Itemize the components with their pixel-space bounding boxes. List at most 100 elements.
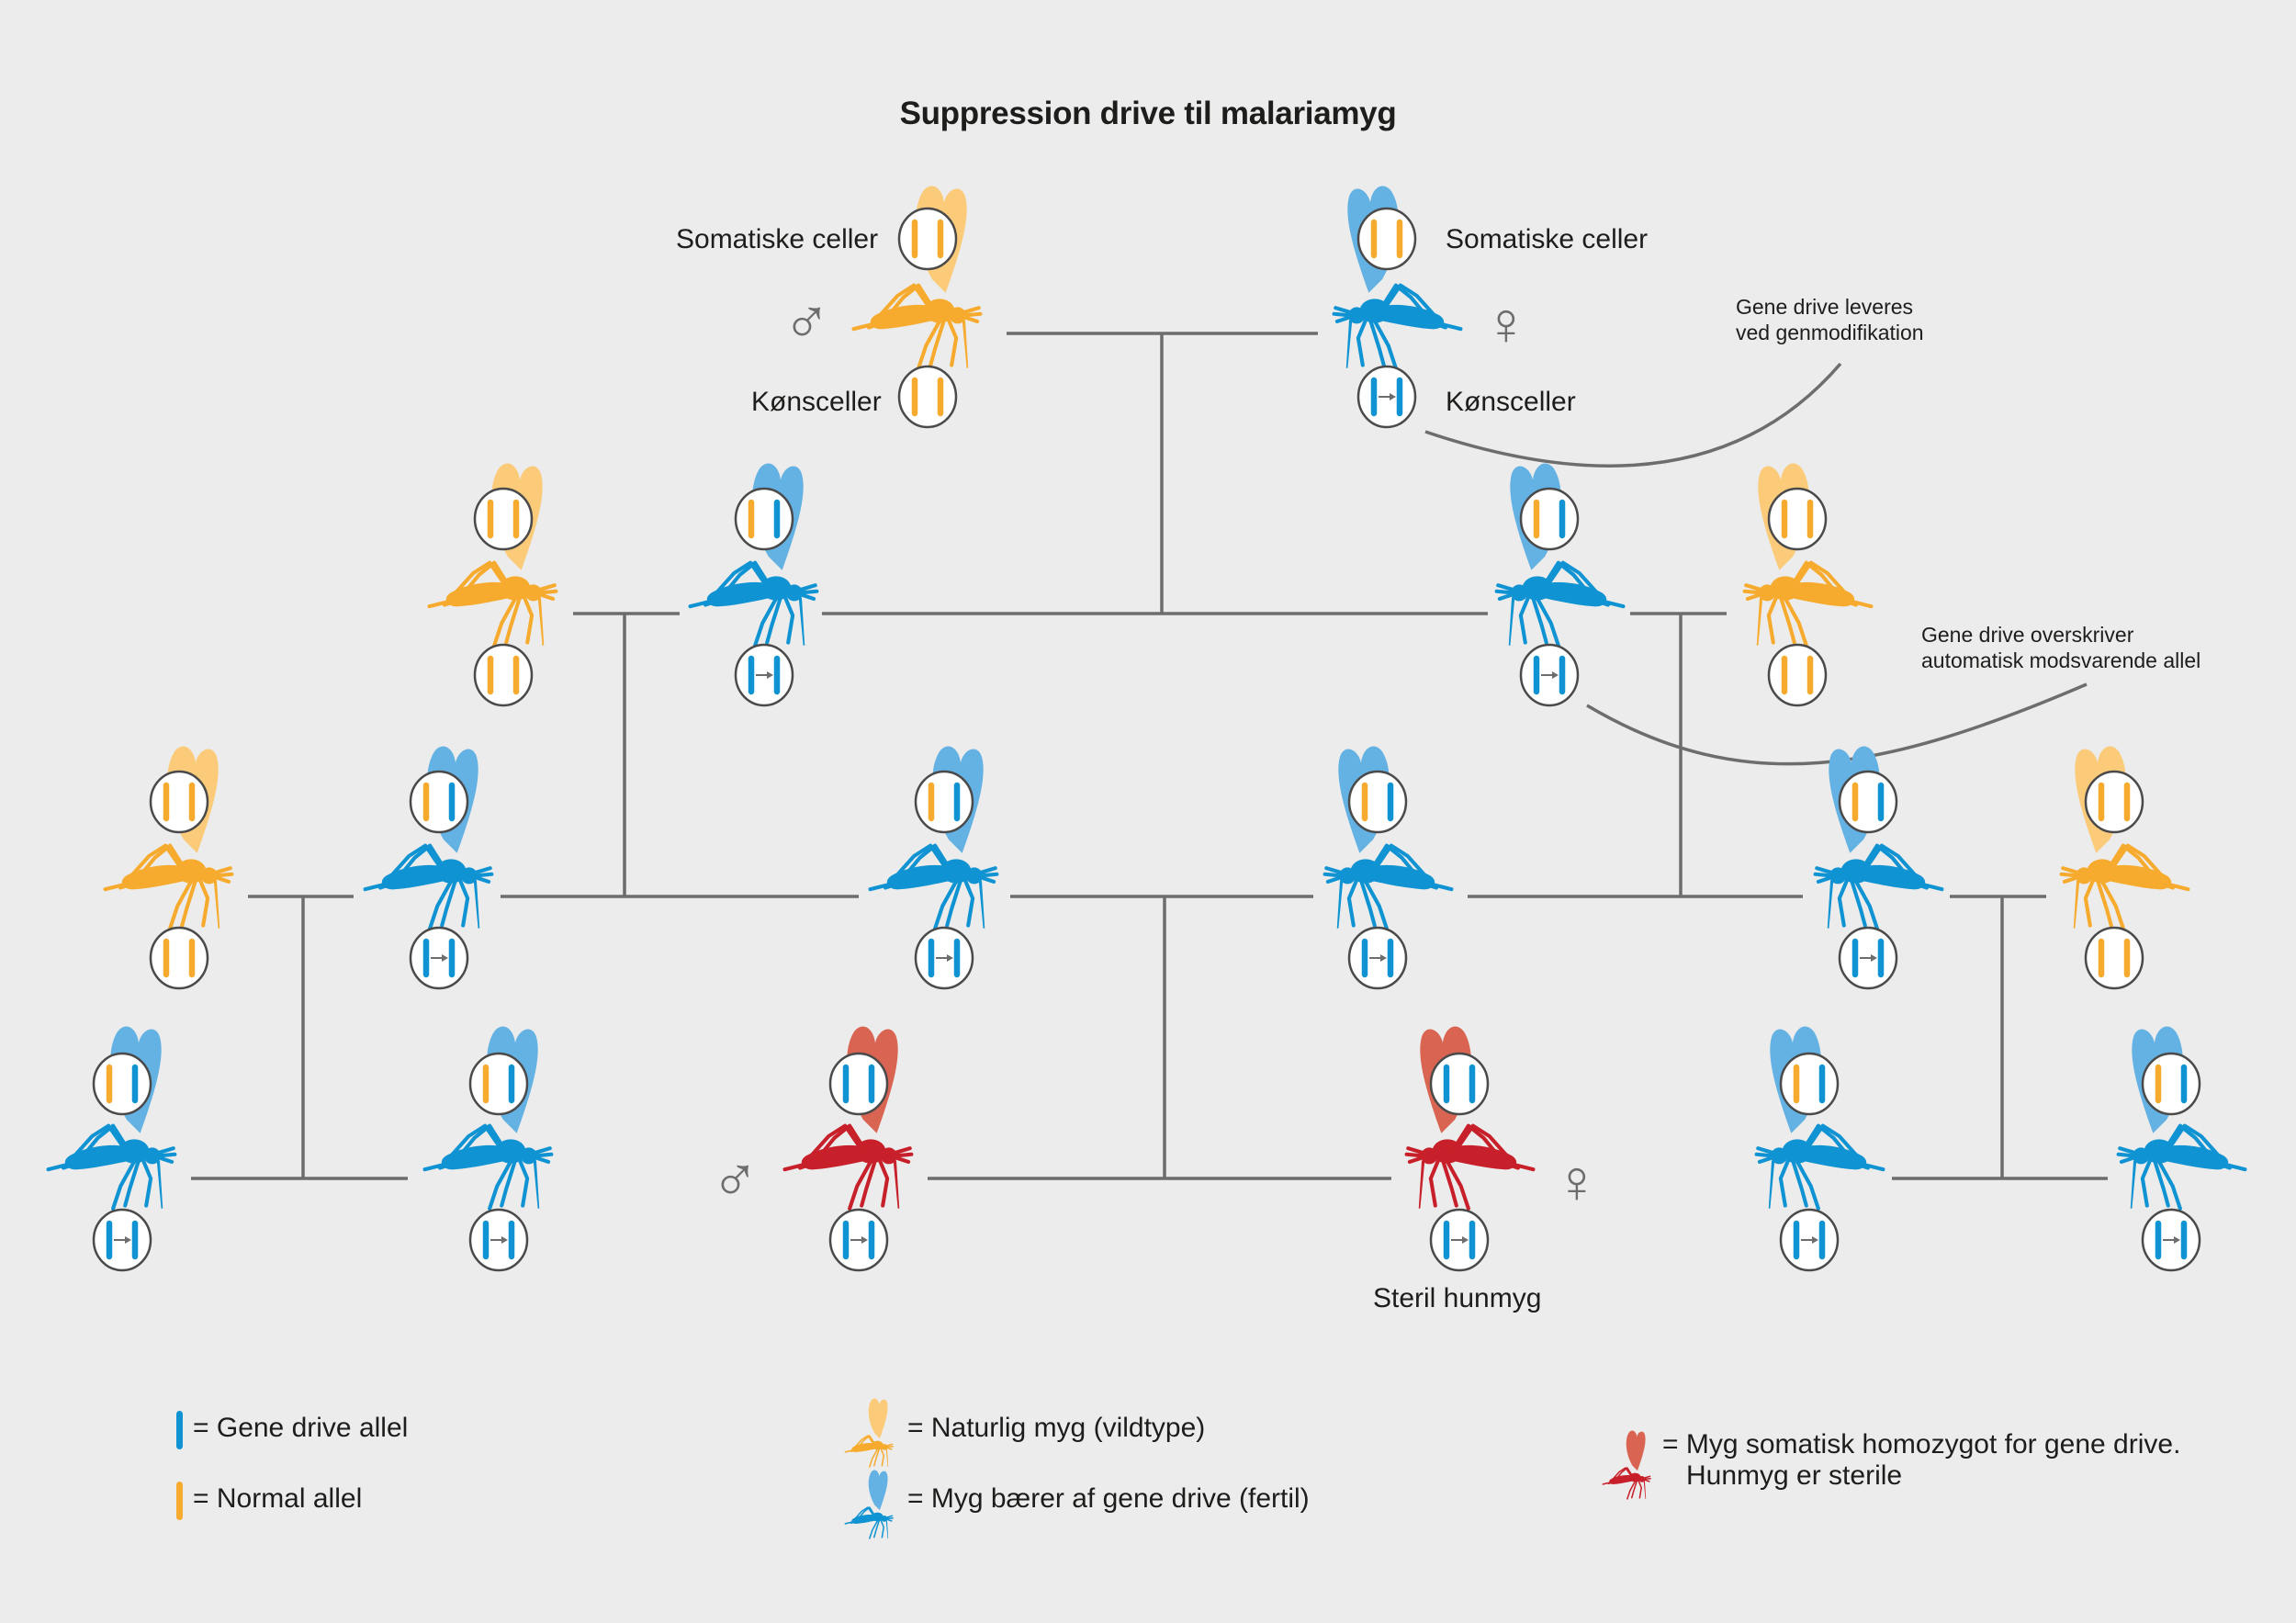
copy-arrow-head-icon — [442, 954, 448, 962]
chromosome-circle — [897, 207, 958, 271]
annotation-overwrite-line1: Gene drive overskriver — [1921, 623, 2134, 647]
germline-chromosomes-g3-c — [828, 1208, 889, 1272]
male-symbol-icon: ♂ — [711, 1144, 760, 1215]
germline-chromosomes-p-female — [1356, 365, 1417, 429]
somatic-chromosomes-g1-d — [1767, 487, 1828, 551]
copy-arrow-head-icon — [1462, 1236, 1469, 1244]
copy-arrow-head-icon — [1871, 954, 1877, 962]
sterile-mosquito-icon — [1603, 1430, 1651, 1499]
annotation-overwrite: Gene drive overskriver automatisk modsva… — [1921, 622, 2200, 673]
copy-arrow-head-icon — [501, 1236, 508, 1244]
chromosome-circle — [149, 770, 209, 834]
annotation-delivery: Gene drive leveres ved genmodifikation — [1736, 294, 1924, 345]
germline-chromosomes-g2-a — [149, 926, 209, 990]
chromosome-circle — [734, 487, 794, 551]
chromosome-circle — [2084, 926, 2144, 990]
copy-arrow-head-icon — [767, 671, 773, 679]
annotation-overwrite-pointer — [1586, 682, 2088, 766]
somatic-cells-label-right: Somatiske celler — [1446, 224, 1649, 254]
copy-arrow-head-icon — [2174, 1236, 2180, 1244]
somatic-chromosomes-g3-a — [92, 1052, 152, 1116]
chromosome-circle — [409, 770, 469, 834]
copy-arrow-head-icon — [1552, 671, 1559, 679]
chromosome-circles-layer — [92, 207, 2201, 1272]
germline-chromosomes-g1-c — [1519, 643, 1580, 707]
chromosome-circle — [473, 487, 534, 551]
germline-chromosomes-g1-a — [473, 643, 534, 707]
mosquito-carrier — [48, 1026, 175, 1209]
legend-normal-allele: = Normal allel — [193, 1483, 363, 1514]
chromosome-circle — [1779, 1052, 1840, 1116]
chromosome-circle — [1356, 207, 1417, 271]
chromosome-circle — [1767, 487, 1828, 551]
germline-chromosomes-g1-b — [734, 643, 794, 707]
diagram-title: Suppression drive til malariamyg — [899, 96, 1397, 131]
chromosome-circle — [1767, 643, 1828, 707]
chromosome-circle — [897, 365, 958, 429]
germline-chromosomes-g3-f — [2141, 1208, 2201, 1272]
carrier-mosquito-icon — [845, 1470, 894, 1538]
somatic-cells-label-left: Somatiske celler — [676, 224, 879, 254]
chromosome-circle — [1519, 487, 1580, 551]
mosquito-carrier — [2118, 1026, 2245, 1209]
female-symbol-icon: ♀ — [1554, 1147, 1600, 1215]
somatic-chromosomes-g2-c — [914, 770, 974, 834]
legend-wildtype: = Naturlig myg (vildtype) — [907, 1413, 1206, 1443]
mosquito-sterile — [784, 1026, 912, 1209]
germline-chromosomes-g2-e — [1838, 926, 1898, 990]
mosquito-carrier-icon — [1756, 1026, 1884, 1209]
sterile-female-label: Steril hunmyg — [1373, 1283, 1542, 1313]
copy-arrow-head-icon — [947, 954, 953, 962]
germline-chromosomes-g3-e — [1779, 1208, 1840, 1272]
mosquito-sterile — [1406, 1026, 1534, 1209]
mosquito-carrier-icon — [48, 1026, 175, 1209]
somatic-chromosomes-g3-e — [1779, 1052, 1840, 1116]
germline-chromosomes-g3-d — [1429, 1208, 1490, 1272]
annotation-overwrite-line2: automatisk modsvarende allel — [1921, 648, 2201, 672]
germline-chromosomes-g2-b — [409, 926, 469, 990]
female-symbol-icon: ♀ — [1483, 289, 1529, 357]
mosquito-carrier-icon — [424, 1026, 552, 1209]
somatic-chromosomes-g2-a — [149, 770, 209, 834]
copy-arrow-head-icon — [861, 1236, 868, 1244]
male-symbol-icon: ♂ — [782, 286, 831, 357]
germline-chromosomes-g3-a — [92, 1208, 152, 1272]
somatic-chromosomes-g2-e — [1838, 770, 1898, 834]
copy-arrow-head-icon — [1812, 1236, 1818, 1244]
somatic-chromosomes-g1-b — [734, 487, 794, 551]
copy-arrow-head-icon — [125, 1236, 131, 1244]
chromosome-circle — [468, 1052, 529, 1116]
chromosome-circle — [149, 926, 209, 990]
chromosome-circle — [473, 643, 534, 707]
germline-chromosomes-g2-c — [914, 926, 974, 990]
germline-chromosomes-g2-f — [2084, 926, 2144, 990]
germline-chromosomes-g1-d — [1767, 643, 1828, 707]
copy-arrow-head-icon — [1390, 393, 1396, 400]
somatic-chromosomes-g3-b — [468, 1052, 529, 1116]
germline-chromosomes-p-male — [897, 365, 958, 429]
somatic-chromosomes-g1-c — [1519, 487, 1580, 551]
somatic-chromosomes-g2-f — [2084, 770, 2144, 834]
gene-drive-allele-swatch — [176, 1411, 183, 1449]
chromosome-circle — [2141, 1052, 2201, 1116]
somatic-chromosomes-g1-a — [473, 487, 534, 551]
somatic-chromosomes-g3-c — [828, 1052, 889, 1116]
legend-sterile-line2: Hunmyg er sterile — [1686, 1460, 1903, 1491]
mosquito-carrier — [1756, 1026, 1884, 1209]
chromosome-circle — [1429, 1052, 1490, 1116]
copy-arrow-head-icon — [1380, 954, 1387, 962]
legend-sterile-line1: = Myg somatisk homozygot for gene drive. — [1662, 1429, 2181, 1460]
somatic-chromosomes-g3-d — [1429, 1052, 1490, 1116]
germline-chromosomes-g2-d — [1347, 926, 1408, 990]
somatic-chromosomes-p-male — [897, 207, 958, 271]
legend-gene-drive-allele: = Gene drive allel — [193, 1413, 409, 1443]
annotation-delivery-line2: ved genmodifikation — [1736, 321, 1924, 344]
somatic-chromosomes-p-female — [1356, 207, 1417, 271]
mosquito-carrier-icon — [2118, 1026, 2245, 1209]
annotation-delivery-pointer — [1424, 362, 1842, 468]
lineage-lines — [191, 332, 2108, 1180]
germline-chromosomes-g3-b — [468, 1208, 529, 1272]
germ-cells-label-left: Kønsceller — [751, 387, 882, 417]
